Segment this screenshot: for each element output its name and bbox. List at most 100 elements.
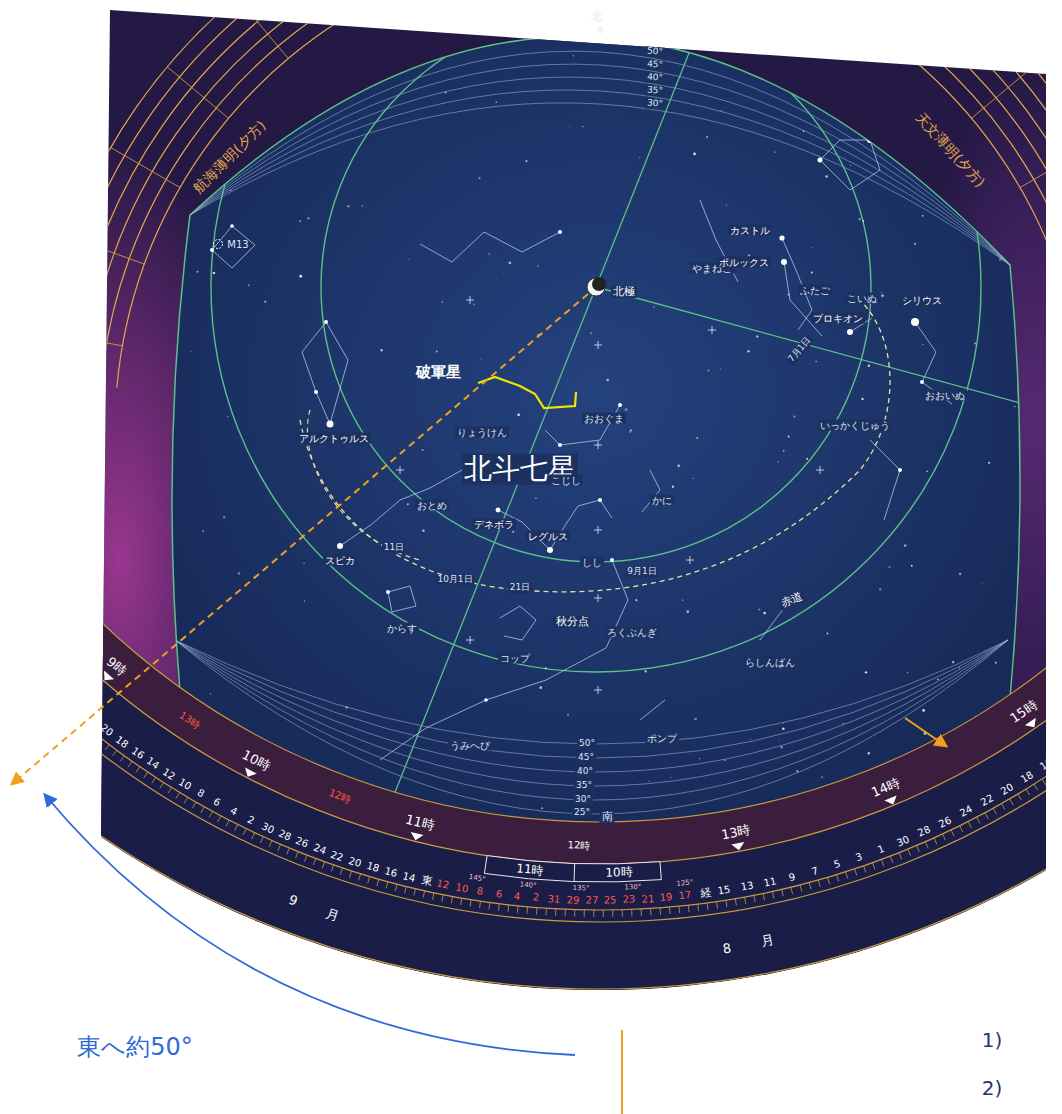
day-tick: [423, 891, 425, 898]
faint-star: [648, 781, 650, 783]
faint-star: [192, 115, 193, 116]
faint-star: [230, 189, 232, 191]
faint-star: [858, 218, 861, 221]
latitude-mark: 25°: [572, 808, 592, 818]
day-tick: [54, 702, 59, 707]
day-number: 7: [810, 864, 819, 876]
longitude-day: 4: [513, 890, 520, 902]
constellation-lines: [212, 140, 952, 760]
longitude-mark: 140°: [520, 881, 538, 890]
day-tick: [377, 879, 379, 886]
day-tick: [136, 767, 140, 773]
bright-stars: [210, 137, 924, 702]
star-name: プロキオン: [811, 313, 865, 324]
constellation-line: [388, 586, 416, 612]
day-number: 28: [277, 828, 293, 843]
faint-star: [210, 693, 211, 694]
faint-star: [821, 776, 823, 778]
day-number: 15: [717, 884, 731, 897]
day-tick: [83, 727, 87, 732]
latitude-mark: 45°: [645, 59, 666, 70]
longitude-day: 23: [623, 894, 636, 905]
faint-star: [724, 759, 726, 761]
faint-star: [782, 727, 785, 730]
month-name: 月: [760, 933, 776, 950]
faint-star: [606, 379, 609, 382]
day-number: 14: [402, 870, 417, 884]
dial-ring: [0, 0, 1062, 864]
day-tick: [160, 782, 164, 788]
day-tick: [837, 875, 839, 882]
bright-star: [337, 543, 343, 549]
day-tick: [386, 882, 388, 889]
faint-star: [811, 272, 813, 274]
direction-mark: 南: [600, 811, 615, 823]
constellation-name: ポンプ: [645, 733, 679, 744]
bright-star: [818, 158, 823, 163]
faint-star: [682, 599, 683, 600]
faint-star: [763, 612, 766, 615]
ecliptic-date: 7月1日: [785, 334, 814, 366]
latitude-mark: 50°: [645, 46, 666, 57]
faint-star: [881, 294, 884, 297]
day-tick: [33, 683, 38, 688]
constellation-line: [640, 700, 665, 720]
faint-star: [739, 65, 741, 67]
grid-cross: [594, 341, 602, 349]
dial-ring: [0, 0, 1062, 989]
hour-marker: [411, 832, 424, 840]
day-tick: [97, 739, 101, 745]
day-tick: [951, 830, 954, 836]
faint-star: [541, 807, 543, 809]
faint-star: [922, 344, 923, 345]
faint-star: [442, 302, 443, 303]
day-number: 14: [145, 755, 162, 771]
latitude-horizon: [190, 51, 1010, 265]
constellation-name: からす: [385, 623, 419, 634]
day-tick: [881, 860, 883, 867]
faint-star: [867, 752, 870, 755]
hour-mark: 15時: [1008, 698, 1040, 727]
faint-star: [408, 258, 409, 259]
faint-star: [910, 64, 912, 66]
day-tick: [800, 885, 802, 892]
constellation-name: ふたご: [798, 285, 832, 296]
faint-star: [726, 204, 727, 205]
day-number: 6: [212, 796, 223, 809]
day-tick: [873, 863, 875, 870]
day-number: 10: [176, 776, 193, 792]
twilight-tick: [1020, 148, 1062, 188]
faint-star: [436, 351, 438, 353]
day-tick: [960, 826, 963, 832]
twilight-tick: [167, 67, 228, 118]
day-tick: [152, 777, 156, 783]
faint-star: [496, 278, 497, 279]
faint-star: [981, 582, 982, 583]
bright-star: [920, 380, 924, 384]
day-number: 24: [958, 804, 974, 820]
constellation-name: りょうけん: [455, 427, 509, 438]
direction-mark: 北: [591, 11, 603, 24]
day-tick: [809, 883, 811, 890]
day-tick: [717, 902, 718, 909]
item-number: 2): [982, 1077, 1003, 1099]
day-tick: [526, 907, 528, 914]
day-tick: [451, 896, 452, 903]
day-tick: [68, 715, 73, 720]
longitude-day: 25: [604, 894, 617, 905]
hour-mark: 10時: [240, 748, 273, 774]
faint-star: [868, 364, 871, 367]
faint-star: [721, 110, 722, 111]
day-tick: [846, 872, 848, 879]
star-name: カストル: [728, 225, 772, 236]
day-tick: [574, 910, 575, 917]
day-tick: [442, 895, 443, 902]
constellation-name: おおいぬ: [923, 390, 967, 401]
hour-mark: 14時: [870, 776, 903, 801]
grid-cross: [708, 326, 716, 334]
faint-star: [307, 217, 309, 219]
time-box-divider: [574, 864, 576, 882]
faint-star: [922, 215, 924, 217]
faint-star: [851, 111, 854, 114]
